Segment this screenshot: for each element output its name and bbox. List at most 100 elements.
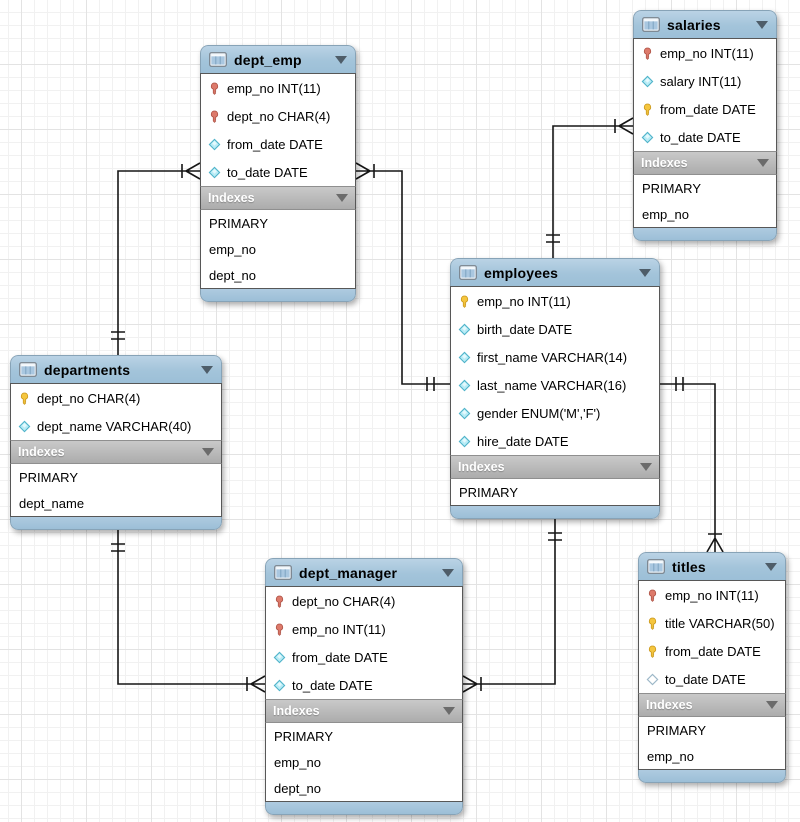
diamond-filled-icon [458,407,471,420]
index-row[interactable]: emp_no [274,754,321,770]
key-yellow-icon [646,617,659,630]
table-dept_manager[interactable]: dept_manager dept_no CHAR(4) emp_no INT(11… [265,558,463,815]
column-row-employees[interactable]: last_name VARCHAR(16) [451,371,659,399]
column-row-salaries[interactable]: emp_no INT(11) [634,39,776,67]
table-header-titles[interactable]: titles [638,552,786,580]
diamond-filled-icon [458,435,471,448]
index-row[interactable]: emp_no [647,748,694,764]
table-header-salaries[interactable]: salaries [633,10,777,38]
column-row-employees[interactable]: emp_no INT(11) [451,287,659,315]
column-row-titles[interactable]: emp_no INT(11) [639,581,785,609]
index-row[interactable]: PRIMARY [19,469,78,485]
table-departments[interactable]: departments dept_no CHAR(4)dept_name VARC… [10,355,222,530]
collapse-chevron-down-icon[interactable] [201,365,213,374]
column-label: to_date DATE [227,164,308,180]
column-label: emp_no INT(11) [660,45,754,61]
table-salaries[interactable]: salaries emp_no INT(11) salary INT(11) from… [633,10,777,241]
column-row-dept_emp[interactable]: from_date DATE [201,130,355,158]
column-row-departments[interactable]: dept_no CHAR(4) [11,384,221,412]
table-header-dept_emp[interactable]: dept_emp [200,45,356,73]
table-icon [642,17,660,32]
table-name: titles [672,558,706,575]
column-row-dept_manager[interactable]: from_date DATE [266,643,462,671]
relationship-employees-dept_manager[interactable] [462,517,562,693]
column-row-departments[interactable]: dept_name VARCHAR(40) [11,412,221,440]
column-label: dept_no CHAR(4) [292,593,396,609]
indexes-collapse-chevron-down-icon[interactable] [757,159,769,167]
index-row[interactable]: dept_no [209,267,256,283]
column-row-employees[interactable]: hire_date DATE [451,427,659,455]
table-titles[interactable]: titles emp_no INT(11)title VARCHAR(50)fro… [638,552,786,783]
indexes-bar[interactable]: Indexes [200,186,356,210]
collapse-chevron-down-icon[interactable] [442,568,454,577]
table-icon [459,265,477,280]
column-row-titles[interactable]: title VARCHAR(50) [639,609,785,637]
column-row-titles[interactable]: from_date DATE [639,637,785,665]
column-label: dept_no CHAR(4) [227,108,331,124]
table-footer [200,289,356,302]
column-label: birth_date DATE [477,321,573,337]
relationship-employees-salaries[interactable] [546,117,634,258]
indexes-collapse-chevron-down-icon[interactable] [336,194,348,202]
column-row-salaries[interactable]: from_date DATE [634,95,776,123]
index-row[interactable]: emp_no [209,241,256,257]
table-header-departments[interactable]: departments [10,355,222,383]
collapse-chevron-down-icon[interactable] [335,55,347,64]
indexes-collapse-chevron-down-icon[interactable] [766,701,778,709]
column-row-dept_manager[interactable]: dept_no CHAR(4) [266,587,462,615]
key-red-icon [273,595,286,608]
column-row-employees[interactable]: gender ENUM('M','F') [451,399,659,427]
table-footer [265,802,463,815]
key-red-icon [641,47,654,60]
columns-section: emp_no INT(11)title VARCHAR(50)from_date… [638,580,786,693]
diamond-outline-icon [646,673,659,686]
collapse-chevron-down-icon[interactable] [765,562,777,571]
column-row-titles[interactable]: to_date DATE [639,665,785,693]
collapse-chevron-down-icon[interactable] [756,20,768,29]
table-footer [10,517,222,530]
index-row[interactable]: PRIMARY [642,180,701,196]
indexes-bar[interactable]: Indexes [10,440,222,464]
indexes-section: PRIMARY [450,479,660,506]
indexes-bar[interactable]: Indexes [638,693,786,717]
column-row-employees[interactable]: birth_date DATE [451,315,659,343]
index-row[interactable]: PRIMARY [647,722,706,738]
table-name: departments [44,361,131,378]
column-row-salaries[interactable]: to_date DATE [634,123,776,151]
index-row[interactable]: PRIMARY [459,484,518,500]
table-employees[interactable]: employees emp_no INT(11) birth_date DATE fi… [450,258,660,519]
indexes-bar[interactable]: Indexes [265,699,463,723]
columns-section: dept_no CHAR(4) emp_no INT(11)from_date D… [265,586,463,699]
index-row[interactable]: dept_name [19,495,85,511]
index-row[interactable]: dept_no [274,780,321,796]
indexes-collapse-chevron-down-icon[interactable] [640,463,652,471]
indexes-bar[interactable]: Indexes [633,151,777,175]
column-row-dept_manager[interactable]: emp_no INT(11) [266,615,462,643]
diamond-filled-icon [208,166,221,179]
index-row[interactable]: emp_no [642,206,689,222]
table-header-dept_manager[interactable]: dept_manager [265,558,463,586]
table-header-employees[interactable]: employees [450,258,660,286]
index-row[interactable]: PRIMARY [209,215,268,231]
column-row-dept_emp[interactable]: dept_no CHAR(4) [201,102,355,130]
indexes-collapse-chevron-down-icon[interactable] [202,448,214,456]
column-label: salary INT(11) [660,73,742,89]
indexes-collapse-chevron-down-icon[interactable] [443,707,455,715]
column-row-dept_emp[interactable]: emp_no INT(11) [201,74,355,102]
column-row-employees[interactable]: first_name VARCHAR(14) [451,343,659,371]
table-name: employees [484,264,559,281]
column-row-dept_manager[interactable]: to_date DATE [266,671,462,699]
relationship-departments-dept_emp[interactable] [111,162,201,355]
column-row-salaries[interactable]: salary INT(11) [634,67,776,95]
indexes-bar[interactable]: Indexes [450,455,660,479]
column-row-dept_emp[interactable]: to_date DATE [201,158,355,186]
key-yellow-icon [18,392,31,405]
relationship-employees-dept_emp[interactable] [355,162,450,391]
relationship-departments-dept_manager[interactable] [111,528,266,693]
index-row[interactable]: PRIMARY [274,728,333,744]
collapse-chevron-down-icon[interactable] [639,268,651,277]
relationship-employees-titles[interactable] [660,377,724,553]
columns-section: emp_no INT(11) salary INT(11) from_date DA… [633,38,777,151]
